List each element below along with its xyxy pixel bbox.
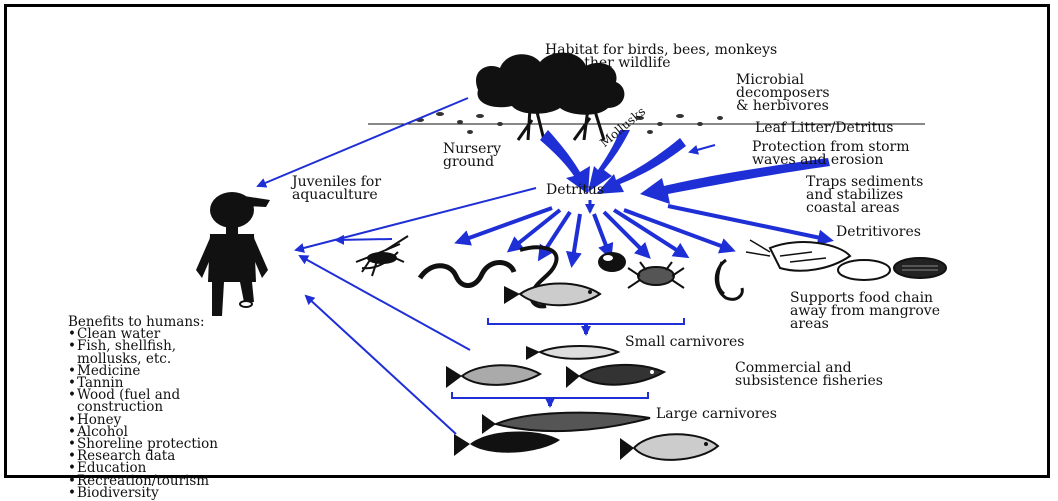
juveniles-line-2: aquaculture xyxy=(292,189,381,202)
traps-label: Traps sediments and stabilizes coastal a… xyxy=(806,176,923,215)
benefit-text: Biodiversity xyxy=(77,485,159,501)
juveniles-label: Juveniles for aquaculture xyxy=(292,176,381,202)
worm-icon xyxy=(420,263,514,286)
shrimp-icon xyxy=(716,260,742,299)
snail-icon xyxy=(598,252,626,272)
bullet-icon: • xyxy=(68,475,77,487)
traps-line-3: coastal areas xyxy=(806,202,923,215)
leaf-litter-label: Leaf Litter/Detritus xyxy=(755,122,893,135)
snapper-icon xyxy=(620,434,718,460)
large-carnivores-label: Large carnivores xyxy=(656,408,777,421)
bullet-icon: • xyxy=(68,389,77,401)
small-carnivore-fish-icon xyxy=(526,346,618,360)
habitat-label: Habitat for birds, bees, monkeys and oth… xyxy=(545,44,777,70)
commercial-label: Commercial and subsistence fisheries xyxy=(735,362,883,388)
benefits-list: Benefits to humans: •Clean water•Fish, s… xyxy=(68,316,218,499)
commercial-line-2: subsistence fisheries xyxy=(735,375,883,388)
supports-line-3: areas xyxy=(790,318,940,331)
fish-icon xyxy=(504,284,600,306)
benefit-items: •Clean water•Fish, shellfish,mollusks, e… xyxy=(68,328,218,499)
microbial-label: Microbial decomposers & herbivores xyxy=(736,74,830,113)
benefit-item: •Biodiversity xyxy=(68,487,218,499)
habitat-line-2: and other wildlife xyxy=(545,57,777,70)
barracuda-icon xyxy=(482,413,650,434)
small-carnivores-label: Small carnivores xyxy=(625,336,745,349)
lobster-icon xyxy=(356,236,408,276)
protection-line-2: waves and erosion xyxy=(752,154,910,167)
clam-icon xyxy=(838,258,946,280)
crab-icon xyxy=(628,262,684,288)
detritivores-label: Detritivores xyxy=(836,226,921,239)
nursery-line-2: ground xyxy=(443,156,501,169)
bullet-icon: • xyxy=(68,487,77,499)
catfish-icon xyxy=(566,365,664,388)
microbial-line-3: & herbivores xyxy=(736,100,830,113)
litter-arrow xyxy=(690,145,715,152)
supports-label: Supports food chain away from mangrove a… xyxy=(790,292,940,331)
nursery-label: Nursery ground xyxy=(443,143,501,169)
detritus-label: Detritus xyxy=(546,184,604,197)
protection-label: Protection from storm waves and erosion xyxy=(752,141,910,167)
bullet-icon: • xyxy=(68,340,77,352)
human-icon xyxy=(196,192,270,316)
large-fish-icon xyxy=(454,431,560,456)
mullet-fish-icon xyxy=(446,365,540,388)
prawn-icon xyxy=(746,240,850,271)
